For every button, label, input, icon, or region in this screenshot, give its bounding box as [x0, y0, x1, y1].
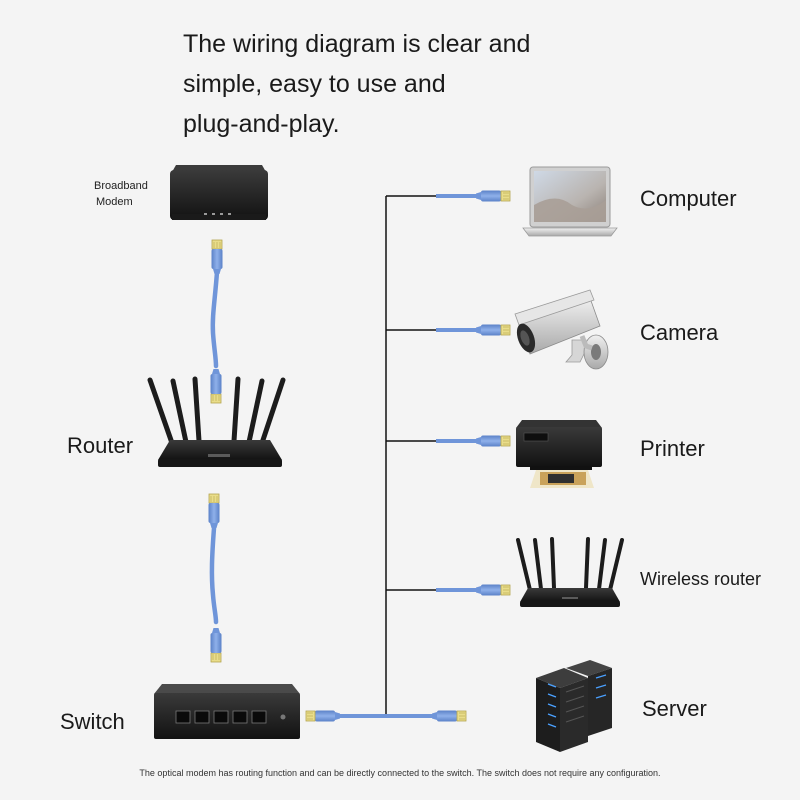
modem-icon: [170, 165, 268, 220]
cable-router-switch: [208, 493, 222, 663]
laptop-icon: [522, 166, 618, 237]
wireless-router-label: Wireless router: [640, 569, 762, 589]
modem-label: Broadband Modem: [94, 178, 148, 210]
headline: The wiring diagram is clear and simple, …: [183, 24, 603, 144]
server-label: Server: [642, 696, 707, 721]
server-icon: [536, 660, 612, 752]
branch-connectors: [436, 190, 511, 596]
router-icon: [147, 376, 286, 467]
headline-line-2: simple, easy to use and: [183, 70, 446, 98]
computer-label: Computer: [640, 186, 737, 211]
cable-switch-bus: [305, 710, 467, 722]
headline-line-1: The wiring diagram is clear and: [183, 30, 531, 58]
modem-label-line-2: Modem: [96, 196, 133, 208]
printer-icon: [516, 420, 602, 488]
wireless-router-icon: [516, 537, 624, 607]
footnote: The optical modem has routing function a…: [139, 768, 661, 778]
bus-lines: [385, 195, 436, 716]
headline-line-3: plug-and-play.: [183, 110, 340, 138]
switch-label: Switch: [60, 709, 125, 734]
camera-icon: [514, 289, 609, 370]
switch-icon: [154, 684, 300, 739]
router-label: Router: [67, 433, 134, 458]
cable-modem-router: [210, 239, 223, 404]
modem-label-line-1: Broadband: [94, 180, 148, 192]
printer-label: Printer: [640, 436, 705, 461]
camera-label: Camera: [640, 320, 719, 345]
